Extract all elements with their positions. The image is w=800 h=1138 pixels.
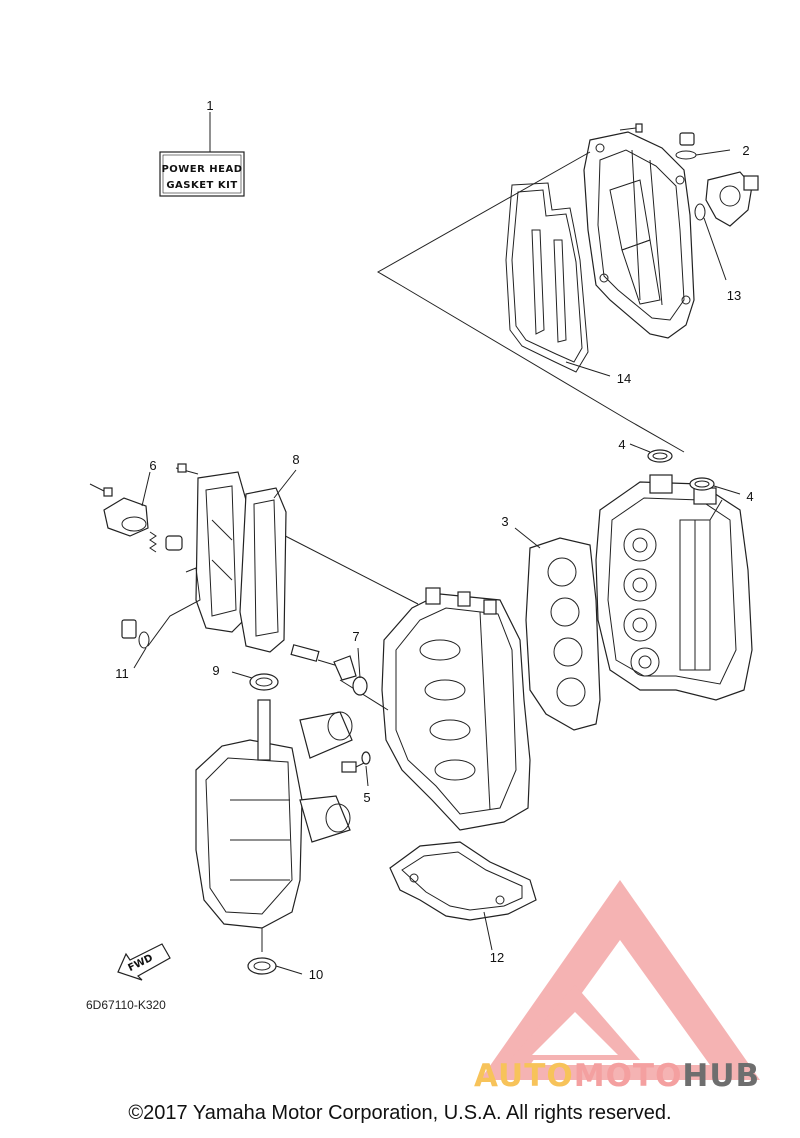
watermark-moto: MOTO [573,1058,683,1094]
fwd-arrow-icon: FWD [117,943,171,981]
cylinder-block [257,521,531,831]
callout-13: 13 [727,288,741,303]
callout-12: 12 [490,950,504,965]
thermostat-plug [121,567,201,669]
callout-10: 10 [309,967,323,982]
head-cover-gasket [505,182,589,373]
oil-cap-o-ring [675,132,731,160]
callout-9: 9 [212,663,219,678]
callout-2: 2 [742,143,749,158]
watermark-text: AUTOMOTOHUB [474,1058,800,1094]
callout-11: 11 [115,666,129,681]
exhaust-cover-gasket [239,469,297,653]
callout-6: 6 [149,458,156,473]
callout-7: 7 [352,629,359,644]
diagram-code: 6D67110-K320 [86,998,166,1012]
kit-label-line1: POWER HEAD [161,164,242,175]
callout-8: 8 [292,452,299,467]
callout-4-top: 4 [618,437,625,452]
thermostat-cover [89,471,183,553]
gasket-kit-label-box: POWER HEAD GASKET KIT [159,112,245,197]
watermark-auto: AUTO [474,1058,574,1094]
copyright-notice: ©2017 Yamaha Motor Corporation, U.S.A. A… [128,1102,672,1124]
callout-numbers: 1 2 13 14 4 4 3 6 8 7 9 11 5 12 10 [115,98,753,982]
callout-5: 5 [363,790,370,805]
callout-3: 3 [501,514,508,529]
callout-14: 14 [617,371,631,386]
drain-bolt [341,751,371,787]
crankshaft-oil-seals [231,671,303,975]
thermo-sensor [290,644,368,696]
callout-1: 1 [206,98,213,113]
leader-frame [376,151,685,453]
watermark-logo [480,880,760,1080]
camshaft-oil-seals [629,443,741,495]
cylinder-head-cover [583,123,695,339]
crankcase [195,699,353,952]
exhaust-cover [175,463,247,633]
exhaust-guide-gasket [389,841,537,951]
valve-sensor-assembly [694,171,759,281]
watermark-hub: HUB [682,1058,761,1094]
cylinder-head-gasket [514,527,601,731]
callout-4-right: 4 [746,489,753,504]
kit-label-line2: GASKET KIT [166,180,237,191]
cylinder-head [595,474,753,701]
